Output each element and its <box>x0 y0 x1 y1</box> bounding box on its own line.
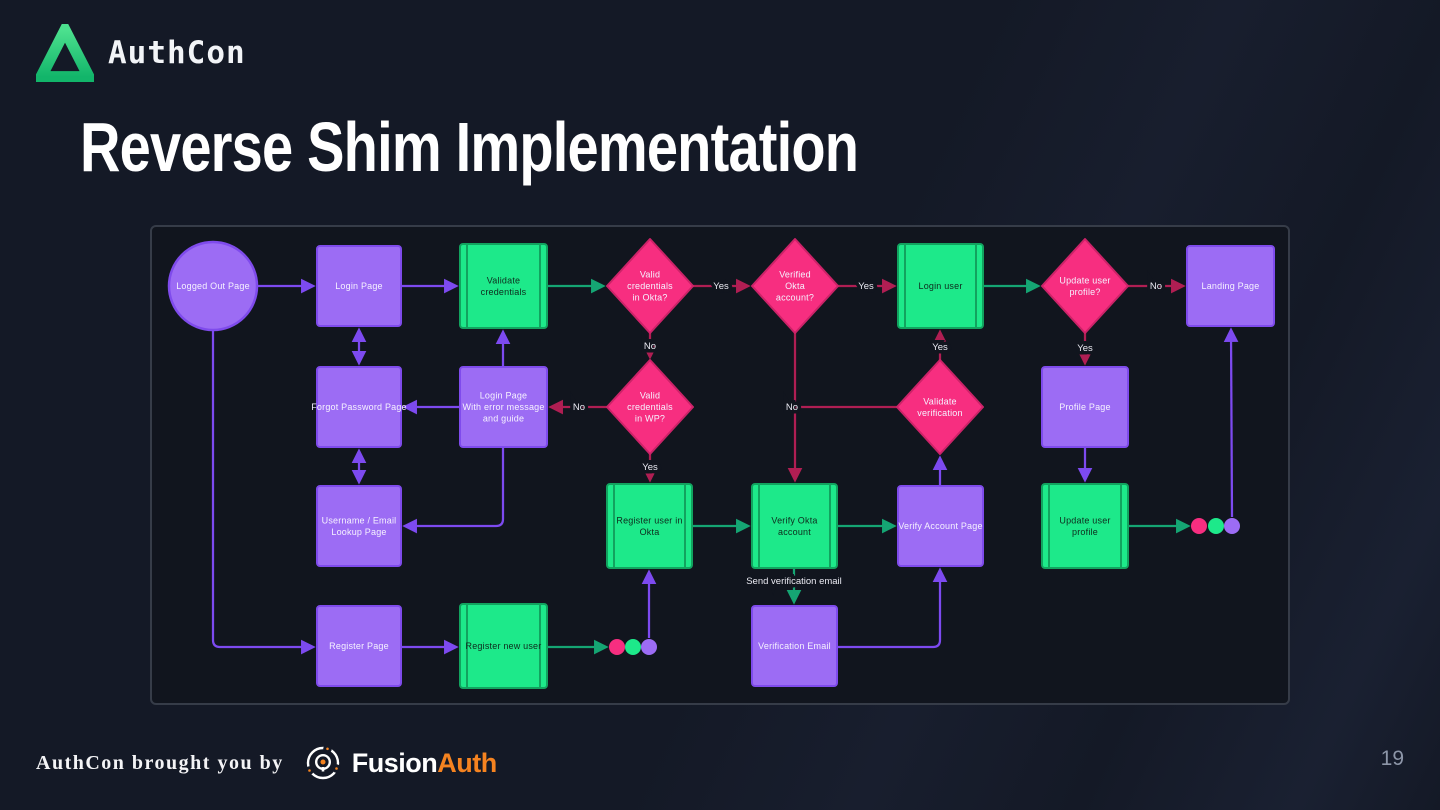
node-label-verify-account-page: Verify Account Page <box>898 521 982 531</box>
edge-label-valid-wp-no-login-error: No <box>573 402 585 413</box>
node-update-user-profile-q <box>1041 238 1129 334</box>
node-verification-email <box>751 605 838 687</box>
edge-label-verify-okta-to-verification-email: Send verification email <box>746 576 842 587</box>
edge-label-valid-okta-no-valid-wp: No <box>644 341 656 352</box>
edge-dot-to-landing-page <box>1223 327 1239 518</box>
node-verify-account-page <box>897 485 984 567</box>
node-login-user <box>897 243 984 329</box>
edge-label-verified-okta-yes-login-user: Yes <box>858 281 874 292</box>
edge-label-update-profile-yes-profile-page: Yes <box>1077 343 1093 354</box>
flow-dot-purple-row3 <box>1224 518 1240 534</box>
edge-login-error-to-username-lookup <box>402 447 505 534</box>
flow-dot-pink-row3 <box>1191 518 1207 534</box>
flow-dot-purple-row4 <box>641 639 657 655</box>
node-valid-credentials-wp <box>606 359 694 455</box>
fusionauth-wordmark-auth: Auth <box>437 747 497 778</box>
node-login-page <box>316 245 402 327</box>
node-validate-verification <box>896 359 984 455</box>
fusionauth-wordmark-fusion: Fusion <box>351 747 438 778</box>
node-forgot-password-page <box>316 366 402 448</box>
node-label-login-user: Login user <box>918 281 962 291</box>
node-update-user-profile <box>1041 483 1129 569</box>
node-label-login-page: Login Page <box>335 281 383 291</box>
node-username-email-lookup-page <box>316 485 402 567</box>
edge-label-valid-okta-yes-verified-okta: Yes <box>713 281 729 292</box>
node-label-register-page: Register Page <box>329 641 389 651</box>
edge-verification-email-to-verify-account-page <box>837 567 948 649</box>
node-validate-credentials <box>459 243 548 329</box>
node-logged-out-page <box>167 240 259 332</box>
node-label-register-new-user: Register new user <box>466 641 542 651</box>
edge-logged-out-to-register-page <box>211 330 316 655</box>
node-register-new-user <box>459 603 548 689</box>
edge-label-update-profile-no-landing-page: No <box>1150 281 1162 292</box>
node-label-profile-page: Profile Page <box>1059 402 1110 412</box>
node-label-landing-page: Landing Page <box>1202 281 1260 291</box>
node-register-user-in-okta <box>606 483 693 569</box>
node-verify-okta-account <box>751 483 838 569</box>
fusionauth-logo: FusionAuth <box>302 742 497 784</box>
node-label-logged-out-page: Logged Out Page <box>176 281 250 291</box>
node-verified-okta-account <box>751 238 839 334</box>
flow-dot-green-row4 <box>625 639 641 655</box>
page-number: 19 <box>1380 747 1404 770</box>
flow-dot-green-row3 <box>1208 518 1224 534</box>
edge-label-validate-verification-yes-login-user: Yes <box>932 342 948 353</box>
page-title: Reverse Shim Implementation <box>80 108 859 186</box>
node-profile-page <box>1041 366 1129 448</box>
footer: AuthCon brought you by FusionAuth <box>36 742 497 784</box>
node-landing-page <box>1186 245 1275 327</box>
edge-label-verified-okta-no-verify-okta: No <box>786 402 798 413</box>
node-register-page <box>316 605 402 687</box>
flow-dot-pink-row4 <box>609 639 625 655</box>
authcon-logo-text: AuthCon <box>108 35 246 71</box>
header: AuthCon <box>36 24 246 82</box>
node-login-page-error <box>459 366 548 448</box>
footer-text: AuthCon brought you by <box>36 751 284 774</box>
edge-label-valid-wp-yes-register-user-okta: Yes <box>642 462 658 473</box>
node-label-forgot-password-page: Forgot Password Page <box>311 402 407 412</box>
authcon-logo-icon <box>36 24 94 82</box>
fusionauth-icon <box>304 744 341 780</box>
node-valid-credentials-okta <box>606 238 694 334</box>
fusionauth-wordmark: FusionAuth <box>352 748 497 779</box>
node-label-verification-email: Verification Email <box>758 641 831 651</box>
